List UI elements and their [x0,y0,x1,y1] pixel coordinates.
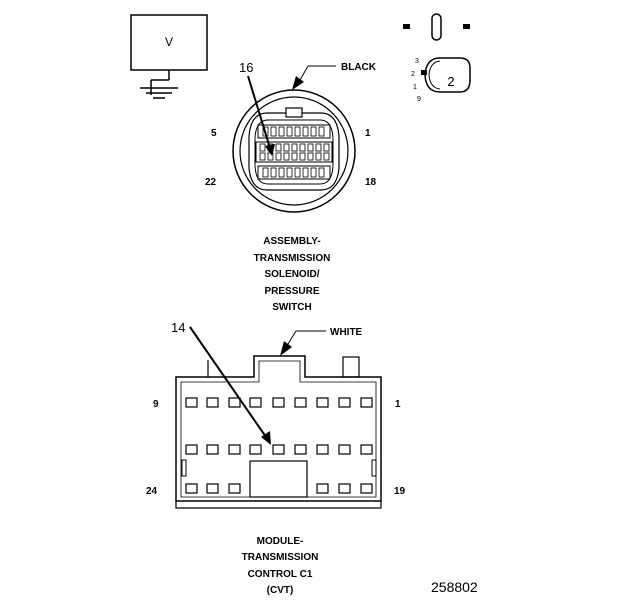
connector-name-line: MODULE- [257,536,304,547]
connector-inner-body [254,119,334,185]
pin-row-middle [185,444,373,455]
indicator-bar-icon [431,13,442,41]
voltmeter-label: V [165,35,173,49]
connector-name-line: SOLENOID/ [264,269,319,280]
cavity-callout-arrow [247,75,271,149]
mode-pin-9: 9 [417,96,421,103]
pin-row-middle [255,141,333,163]
connector-name-line: TRANSMISSION [242,552,319,563]
pin-label-bottom-left: 22 [205,177,217,188]
connector-name-line: CONTROL C1 [248,569,313,580]
voltmeter-symbol: V [130,14,208,99]
connector-inner-ring [239,96,349,206]
connector-color-label: WHITE [330,327,363,338]
pin-label-bottom-left: 24 [146,486,158,497]
mode-indicator: 2 3 2 1 9 [403,13,471,103]
ground-symbol-icon [140,87,178,99]
pin-row-bottom [257,165,331,180]
pin-row-top [257,124,331,139]
mode-number: 2 [447,74,454,89]
connector-name-line: ASSEMBLY- [263,236,320,247]
selector-knob-icon [424,57,471,93]
connector-color-label: BLACK [341,62,377,73]
cavity-callout-arrowhead-icon [265,144,275,156]
pin-row-bottom [185,483,373,494]
color-callout-leader-diag [299,65,309,81]
figure-number: 258802 [431,579,478,595]
selector-knob-inner-icon [428,60,441,90]
connector-base-flange [175,501,382,509]
pin-label-bottom-right: 18 [365,177,377,188]
mode-pin-3: 3 [415,58,419,65]
connector-outer-ring [232,89,356,213]
selector-pointer-icon [421,70,427,75]
cavity-callout-number: 16 [239,60,253,75]
color-callout-leader-diag [287,330,297,345]
connector-side-slot-right [371,459,377,477]
cavity-callout-arrowhead-icon [261,431,271,445]
color-callout-arrow-icon [280,341,292,356]
solenoid-connector: BLACK 16 5 1 22 18 ASSEMBLY- TRANSMISSIO… [205,60,377,313]
color-callout-arrow-icon [292,76,304,90]
mode-pin-2: 2 [411,71,415,78]
connector-key-block [249,460,308,498]
connector-body [248,112,340,191]
connector-inner-housing [180,360,377,498]
pin-row-top [185,397,373,408]
connector-name-line: TRANSMISSION [254,253,331,264]
connector-name-line: PRESSURE [264,286,319,297]
indicator-dot-left [403,24,410,29]
pin-label-top-left: 9 [153,399,159,410]
connector-name-line: (CVT) [267,585,294,596]
indicator-dot-right [463,24,470,29]
pin-label-bottom-right: 19 [394,486,406,497]
module-connector: WHITE 14 9 1 24 19 MODULE- TRANSMISSION … [146,320,406,596]
mode-pin-1: 1 [413,84,417,91]
connector-housing [175,355,382,502]
connector-key-tab [285,107,303,118]
connector-latch [342,356,360,378]
pin-label-top-left: 5 [211,128,217,139]
cavity-callout-arrow [189,326,267,438]
pin-label-top-right: 1 [395,399,401,410]
cavity-callout-number: 14 [171,320,185,335]
connector-name-line: SWITCH [272,302,311,313]
pin-label-top-right: 1 [365,128,371,139]
connector-side-slot-left [181,459,187,477]
